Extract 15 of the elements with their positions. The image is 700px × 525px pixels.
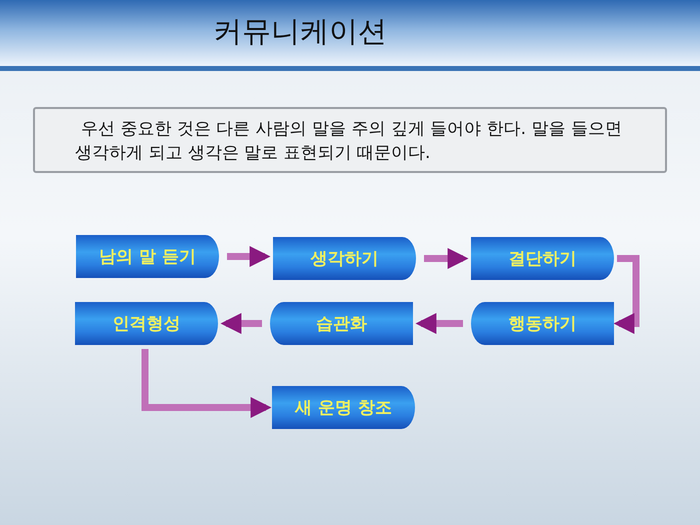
arrow xyxy=(415,313,463,334)
process-box: 행동하기 xyxy=(471,302,614,345)
process-box: 결단하기 xyxy=(471,237,614,280)
arrow xyxy=(424,248,469,269)
process-box: 생각하기 xyxy=(273,237,416,280)
arrow xyxy=(613,255,640,334)
process-box: 남의 말 듣기 xyxy=(76,235,219,278)
process-box: 새 운명 창조 xyxy=(272,386,415,429)
arrow xyxy=(142,349,272,418)
process-box: 인격형성 xyxy=(75,302,218,345)
text-box: 우선 중요한 것은 다른 사람의 말을 주의 깊게 들어야 한다. 말을 들으면 생각하게 되고 생각은 말로 표현되기 때문이다. xyxy=(33,107,667,173)
arrow xyxy=(227,246,271,267)
title: 커뮤니케이션 xyxy=(212,13,388,50)
process-box: 습관화 xyxy=(270,302,413,345)
arrow xyxy=(220,313,262,334)
